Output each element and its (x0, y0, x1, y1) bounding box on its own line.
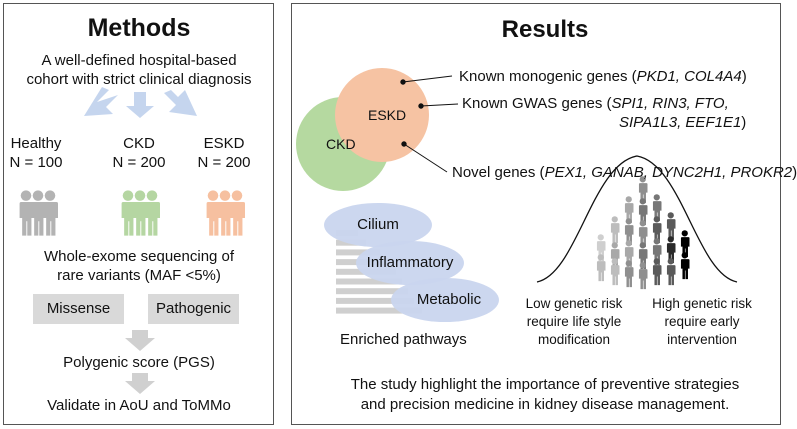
known-gwas-genes: Known GWAS genes (SPI1, RIN3, FTO, (462, 95, 729, 112)
crowd-person-icon (666, 258, 676, 286)
cohort-line-2: cohort with strict clinical diagnosis (26, 71, 252, 88)
pathogenic-box: Pathogenic (148, 294, 239, 324)
wes-line-1: Whole-exome sequencing of (43, 248, 235, 265)
results-graphics (296, 68, 738, 322)
person-icon (19, 190, 34, 236)
known-gwas-genes-cont: SIPA1L3, EEF1E1) (619, 114, 747, 131)
pathway-cilium: Cilium (357, 216, 399, 233)
high-risk-line-3: intervention (667, 332, 737, 347)
high-risk-line-1: High genetic risk (652, 296, 752, 311)
crowd-person-icon (638, 220, 648, 248)
pathway-ellipse-inflammatory (356, 241, 464, 285)
group-n-eskd: N = 200 (197, 154, 251, 171)
person-icon (206, 190, 222, 236)
arrow-to-pgs (125, 330, 155, 351)
person-icon (218, 190, 234, 236)
pathway-metabolic: Metabolic (416, 291, 482, 308)
methods-panel: Methods A well-defined hospital-based co… (3, 3, 274, 425)
wes-line-2: rare variants (MAF <5%) (57, 267, 221, 284)
process-arrows (125, 330, 155, 394)
risk-people-icons (596, 176, 690, 290)
arrow-right (164, 90, 197, 116)
group-name-ckd: CKD (123, 135, 155, 152)
crowd-person-icon (638, 176, 648, 204)
validate-label: Validate in AoU and ToMMo (47, 397, 231, 414)
person-icon (121, 190, 136, 236)
pathway-bar (336, 297, 414, 304)
methods-graphics (19, 87, 246, 394)
crowd-person-icon (610, 258, 620, 286)
low-risk-line-2: require life style (526, 314, 622, 329)
pathway-bar (336, 278, 402, 285)
pgs-label: Polygenic score (PGS) (63, 354, 215, 371)
results-panel: Results CKD ESKD Known monogenic genes (… (291, 3, 797, 425)
crowd-person-icon (638, 262, 648, 290)
person-icon (145, 190, 161, 236)
crowd-person-icon (680, 230, 690, 258)
methods-title: Methods (87, 14, 191, 42)
ckd-label: CKD (326, 136, 356, 152)
conclusion-line-2: and precision medicine in kidney disease… (360, 396, 730, 413)
arrow-left (84, 87, 118, 116)
known-monogenic-genes: Known monogenic genes (PKD1, COL4A4) (459, 68, 747, 85)
pathway-bar (336, 249, 380, 256)
cohort-arrows (84, 87, 197, 118)
person-icon (230, 190, 246, 236)
group-name-eskd: ESKD (203, 135, 245, 152)
crowd-person-icon (624, 196, 634, 224)
pathway-ellipse-metabolic (391, 278, 499, 322)
crowd-person-icon (638, 198, 648, 226)
crowd-person-icon (652, 216, 662, 244)
pathway-bar (336, 288, 408, 295)
group-name-healthy: Healthy (10, 135, 62, 152)
arrow-to-validate (125, 373, 155, 394)
person-icon (31, 190, 46, 236)
crowd-person-icon (680, 252, 690, 280)
results-title: Results (501, 16, 589, 43)
people-icons (19, 190, 246, 236)
pathway-ellipse-cilium (324, 203, 432, 247)
arrow-center (126, 92, 154, 118)
crowd-person-icon (624, 218, 634, 246)
crowd-person-icon (596, 254, 606, 282)
pathway-inflammatory: Inflammatory (366, 254, 454, 271)
crowd-person-icon (666, 212, 676, 240)
crowd-person-icon (624, 260, 634, 288)
person-icon (43, 190, 58, 236)
high-risk-line-2: require early (664, 314, 740, 329)
gene-leader-lines (400, 75, 459, 173)
low-risk-line-3: modification (537, 332, 611, 347)
person-icon (133, 190, 149, 236)
crowd-person-icon (610, 242, 620, 270)
crowd-person-icon (652, 258, 662, 286)
crowd-person-icon (610, 216, 620, 244)
crowd-person-icon (652, 194, 662, 222)
risk-distribution-curve (536, 155, 738, 283)
crowd-person-icon (666, 236, 676, 264)
pathway-bar (336, 307, 422, 314)
missense-box: Missense (33, 294, 124, 324)
cohort-line-1: A well-defined hospital-based (41, 52, 237, 69)
eskd-label: ESKD (368, 107, 407, 123)
conclusion-line-1: The study highlight the importance of pr… (350, 376, 740, 393)
group-n-healthy: N = 100 (9, 154, 63, 171)
low-risk-line-1: Low genetic risk (525, 296, 623, 311)
group-n-ckd: N = 200 (112, 154, 166, 171)
novel-genes: Novel genes (PEX1, GANAB, DYNC2H1, PROKR… (452, 164, 797, 181)
eskd-circle (335, 68, 429, 162)
enriched-pathways-label: Enriched pathways (340, 331, 467, 348)
